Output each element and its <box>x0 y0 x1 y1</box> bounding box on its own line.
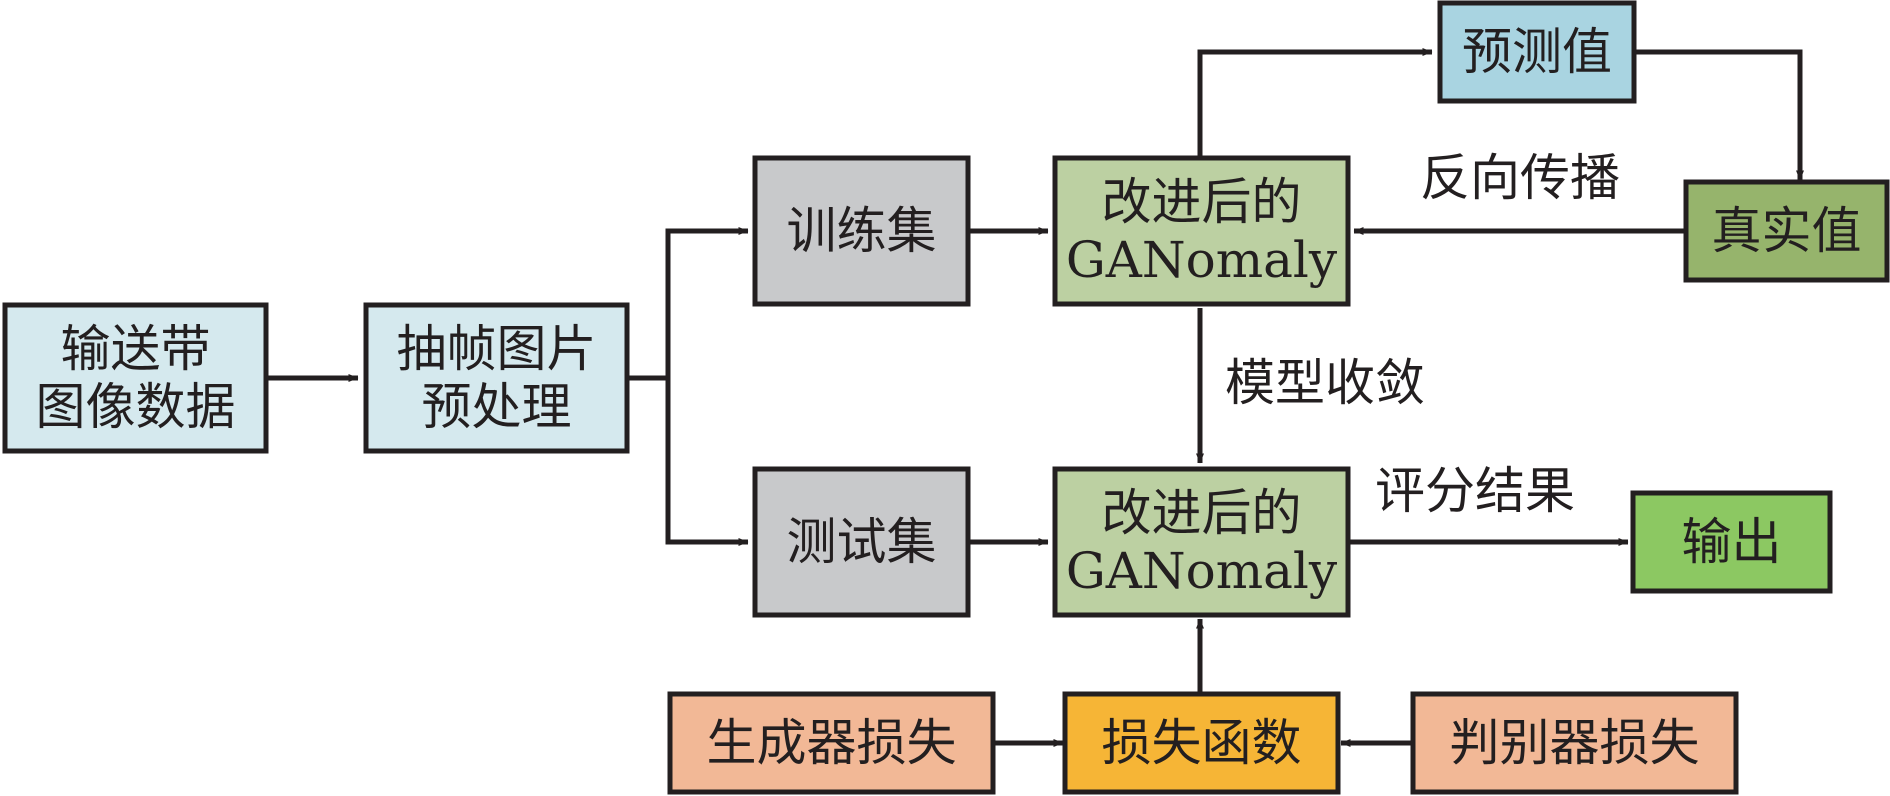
node-output: 输出 <box>1630 490 1833 594</box>
node-discriminator-loss-label: 判别器损失 <box>1450 714 1700 772</box>
node-test-set-label: 测试集 <box>787 513 937 571</box>
node-generator-loss: 生成器损失 <box>667 691 996 795</box>
node-discriminator-loss: 判别器损失 <box>1410 691 1739 795</box>
node-ganomaly-test: 改进后的 GANomaly <box>1052 466 1351 618</box>
node-test-set: 测试集 <box>752 466 971 618</box>
node-ganomaly-train: 改进后的 GANomaly <box>1052 155 1351 307</box>
node-frame-preprocess-line-1: 抽帧图片 <box>397 320 597 378</box>
node-generator-loss-label: 生成器损失 <box>707 714 957 772</box>
edge-prediction-to-true <box>1634 49 1804 181</box>
label-score-result: 评分结果 <box>1375 462 1575 520</box>
node-loss-function-label: 损失函数 <box>1102 714 1302 772</box>
node-conveyor-data-line-2: 图像数据 <box>36 378 236 436</box>
node-frame-preprocess: 抽帧图片 预处理 <box>363 302 630 454</box>
node-true-value-label: 真实值 <box>1712 202 1862 260</box>
label-backprop: 反向传播 <box>1420 149 1620 207</box>
edge-split-to-training <box>665 227 749 378</box>
node-training-set-label: 训练集 <box>787 202 937 260</box>
node-ganomaly-test-line-1: 改进后的 <box>1102 484 1302 542</box>
node-output-label: 输出 <box>1682 513 1782 571</box>
node-training-set: 训练集 <box>752 155 971 307</box>
node-ganomaly-test-line-2: GANomaly <box>1066 542 1338 600</box>
node-frame-preprocess-line-2: 预处理 <box>422 378 572 436</box>
node-ganomaly-train-line-2: GANomaly <box>1066 231 1338 289</box>
node-loss-function: 损失函数 <box>1062 691 1341 795</box>
edge-ganomaly-to-prediction <box>1197 48 1433 158</box>
node-ganomaly-train-line-1: 改进后的 <box>1102 173 1302 231</box>
node-predicted-value: 预测值 <box>1437 0 1637 104</box>
edge-split-to-test <box>665 378 749 546</box>
node-true-value: 真实值 <box>1683 179 1890 283</box>
node-predicted-value-label: 预测值 <box>1462 23 1612 81</box>
node-conveyor-data: 输送带 图像数据 <box>2 302 269 454</box>
node-conveyor-data-line-1: 输送带 <box>61 320 211 378</box>
label-convergence: 模型收敛 <box>1225 354 1425 412</box>
